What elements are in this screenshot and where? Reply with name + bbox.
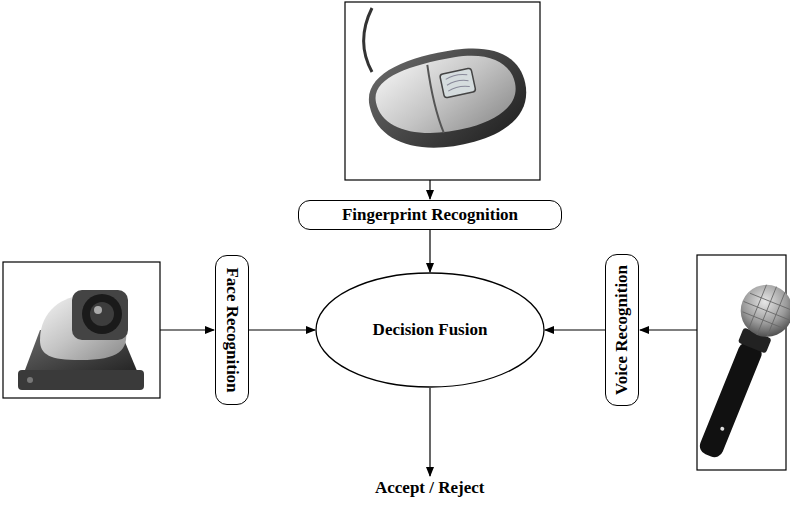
microphone-illustration bbox=[684, 255, 790, 470]
node-label: Face Recognition bbox=[222, 267, 242, 392]
edge-arrow bbox=[429, 230, 430, 272]
sensor-arrow bbox=[640, 329, 697, 330]
node-label: Decision Fusion bbox=[373, 320, 488, 340]
node-label: Voice Recognition bbox=[612, 265, 632, 395]
edge-arrow bbox=[249, 329, 315, 330]
sensor-arrow bbox=[429, 180, 430, 199]
fusion-ellipse: Decision Fusion bbox=[315, 272, 545, 388]
mouse-illustration bbox=[345, 2, 540, 180]
node-label: Fingerprint Recognition bbox=[342, 205, 518, 225]
camera-illustration bbox=[3, 262, 160, 398]
output-label: Accept / Reject bbox=[372, 478, 488, 498]
recognition-box: Face Recognition bbox=[215, 255, 249, 405]
sensor-arrow bbox=[160, 329, 214, 330]
recognition-box: Fingerprint Recognition bbox=[298, 200, 562, 230]
recognition-box: Voice Recognition bbox=[605, 254, 639, 406]
edge-arrow bbox=[545, 329, 605, 330]
output-arrow bbox=[429, 388, 430, 476]
